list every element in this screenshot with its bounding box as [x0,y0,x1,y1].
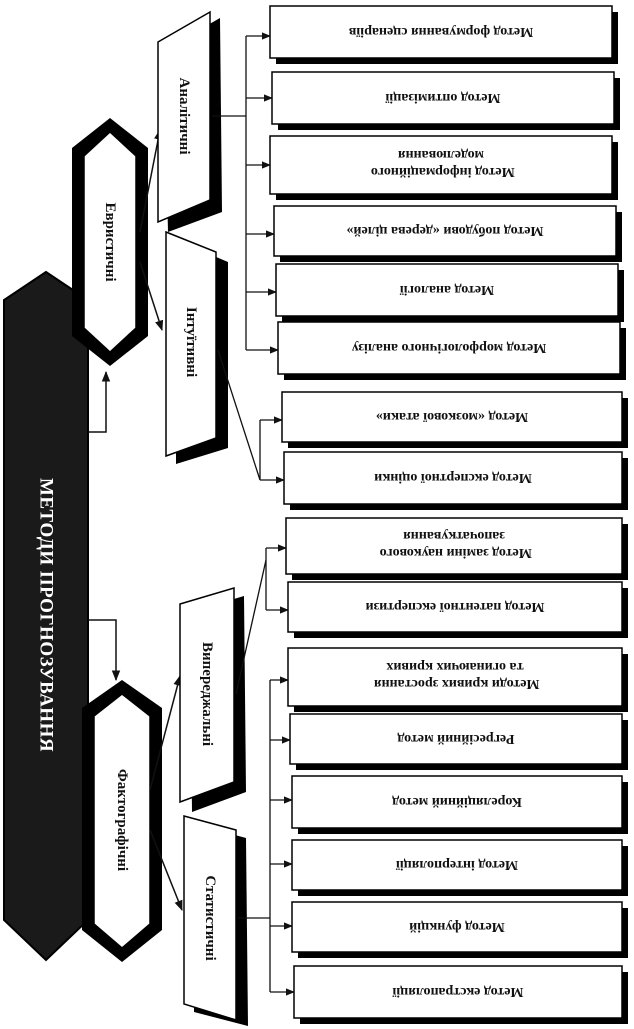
group-heuristic-hexagon [83,130,137,354]
subgroup-statistical-box [183,815,237,1022]
method-3: Метод інформаційного моделювання [269,135,618,200]
method-8-line-1: Метод експертної оцінки [374,471,532,486]
method-9-line-2: започаткування [403,528,505,543]
method-6-line-1: Метод морфологічного аналізу [352,341,547,356]
connector-advanced-bus [235,559,267,695]
method-2: Метод оптимізації [271,71,620,130]
svg-text:Метод заміни наукового: Метод заміни наукового започаткування [376,528,532,560]
method-3-line-2: моделювання [398,147,484,162]
method-11-line-2: та огинаючих кривих [386,659,523,674]
svg-text:Метод аналогії: Метод аналогії [400,283,494,298]
group-heuristic-label: Евристичні [102,202,118,281]
method-8: Метод експертної оцінки [283,451,628,510]
method-4-line-1: Метод побудови «дерева цілей» [346,224,543,239]
method-15-line-1: Метод функцій [409,920,505,935]
method-10-line-1: Метод патентної експертизи [366,600,545,615]
subgroup-advanced-box [179,586,235,804]
method-12: Регресійний метод [289,713,628,770]
svg-text:Метод формування сценаріїв: Метод формування сценаріїв [348,25,533,40]
method-5-line-1: Метод аналогії [400,283,494,298]
connector-heuristic-analytic [139,128,163,233]
svg-text:Метод патентної експертизи: Метод патентної експертизи [366,600,545,615]
group-factographic-hexagon [93,693,151,949]
group-heuristic: Евристичні [72,118,148,366]
method-6: Метод морфологічного аналізу [277,321,626,380]
svg-text:Кореляційний метод: Кореляційний метод [392,795,522,810]
root-connectors [88,370,121,682]
method-7-line-1: Метод «мозкової атаки» [376,410,528,425]
group-factographic: Фактографічні [82,680,162,962]
method-1: Метод формування сценаріїв [269,5,618,64]
method-connectors [212,32,295,996]
svg-text:Метод морфологічного аналізу: Метод морфологічного аналізу [352,341,547,356]
subgroup-statistical: Статистичні [183,815,248,1026]
method-5: Метод аналогії [275,263,624,322]
subgroup-intuitive: Інтуїтивні [165,230,228,464]
method-9: Метод заміни наукового започаткування [285,517,628,580]
method-4: Метод побудови «дерева цілей» [273,205,622,262]
method-1-line-1: Метод формування сценаріїв [348,25,533,40]
method-10: Метод патентної експертизи [287,581,628,638]
method-14-line-1: Метод інтерполяції [396,858,518,873]
subgroup-advanced-label: Випереджальні [199,642,215,746]
subgroup-advanced: Випереджальні [179,586,246,812]
subgroup-analytic: Аналітичні [157,10,222,232]
svg-text:Метод «мозкової атаки»: Метод «мозкової атаки» [376,410,528,425]
subgroup-intuitive-label: Інтуїтивні [183,307,199,377]
method-13: Кореляційний метод [291,775,628,834]
subgroup-statistical-label: Статистичні [202,875,218,960]
svg-text:Метод екстраполяції: Метод екстраполяції [392,985,523,1000]
method-2-line-1: Метод оптимізації [385,91,500,106]
group-connectors [139,128,183,911]
subgroup-analytic-box [157,10,211,224]
connector-root-heuristic [88,370,111,433]
method-9-line-1: Метод заміни наукового [380,545,532,560]
svg-text:Метод побудови «дерева цілей»: Метод побудови «дерева цілей» [346,224,543,239]
method-16: Метод екстраполяції [293,965,628,1024]
svg-text:Метод інформаційного м: Метод інформаційного моделювання [367,147,514,179]
method-14: Метод інтерполяції [291,839,628,896]
svg-text:Метод інтерполяції: Метод інтерполяції [396,858,518,873]
method-11: Методи кривих зростання та огинаючих кри… [287,647,628,712]
group-factographic-label: Фактографічні [114,769,130,871]
connector-factographic-advanced [149,674,182,791]
root-label: МЕТОДИ ПРОГНОЗУВАННЯ [36,478,57,752]
method-7: Метод «мозкової атаки» [281,391,628,448]
subgroup-analytic-label: Аналітичні [176,78,192,155]
svg-text:Метод функцій: Метод функцій [409,920,505,935]
connector-factographic-statistical [149,829,183,911]
svg-text:Методи кривих зростання: Методи кривих зростання та огинаючих кри… [370,659,539,691]
svg-text:Метод експертної оцінки: Метод експертної оцінки [374,471,532,486]
connector-intuitive-bus [217,349,261,481]
connector-root-factographic [88,619,121,682]
method-11-line-1: Методи кривих зростання [374,676,540,691]
svg-text:Регресійний метод: Регресійний метод [397,732,514,747]
methods-list: Метод формування сценаріїв Метод оптиміз… [269,5,628,1024]
method-12-line-1: Регресійний метод [397,732,514,747]
method-16-line-1: Метод екстраполяції [392,985,523,1000]
subgroup-intuitive-box [165,230,217,458]
method-13-line-1: Кореляційний метод [392,795,522,810]
root-node: МЕТОДИ ПРОГНОЗУВАННЯ [3,270,89,962]
method-3-line-1: Метод інформаційного [371,164,515,179]
method-15: Метод функцій [291,901,628,958]
svg-text:Метод оптимізації: Метод оптимізації [385,91,500,106]
connector-heuristic-intuitive [139,261,164,331]
